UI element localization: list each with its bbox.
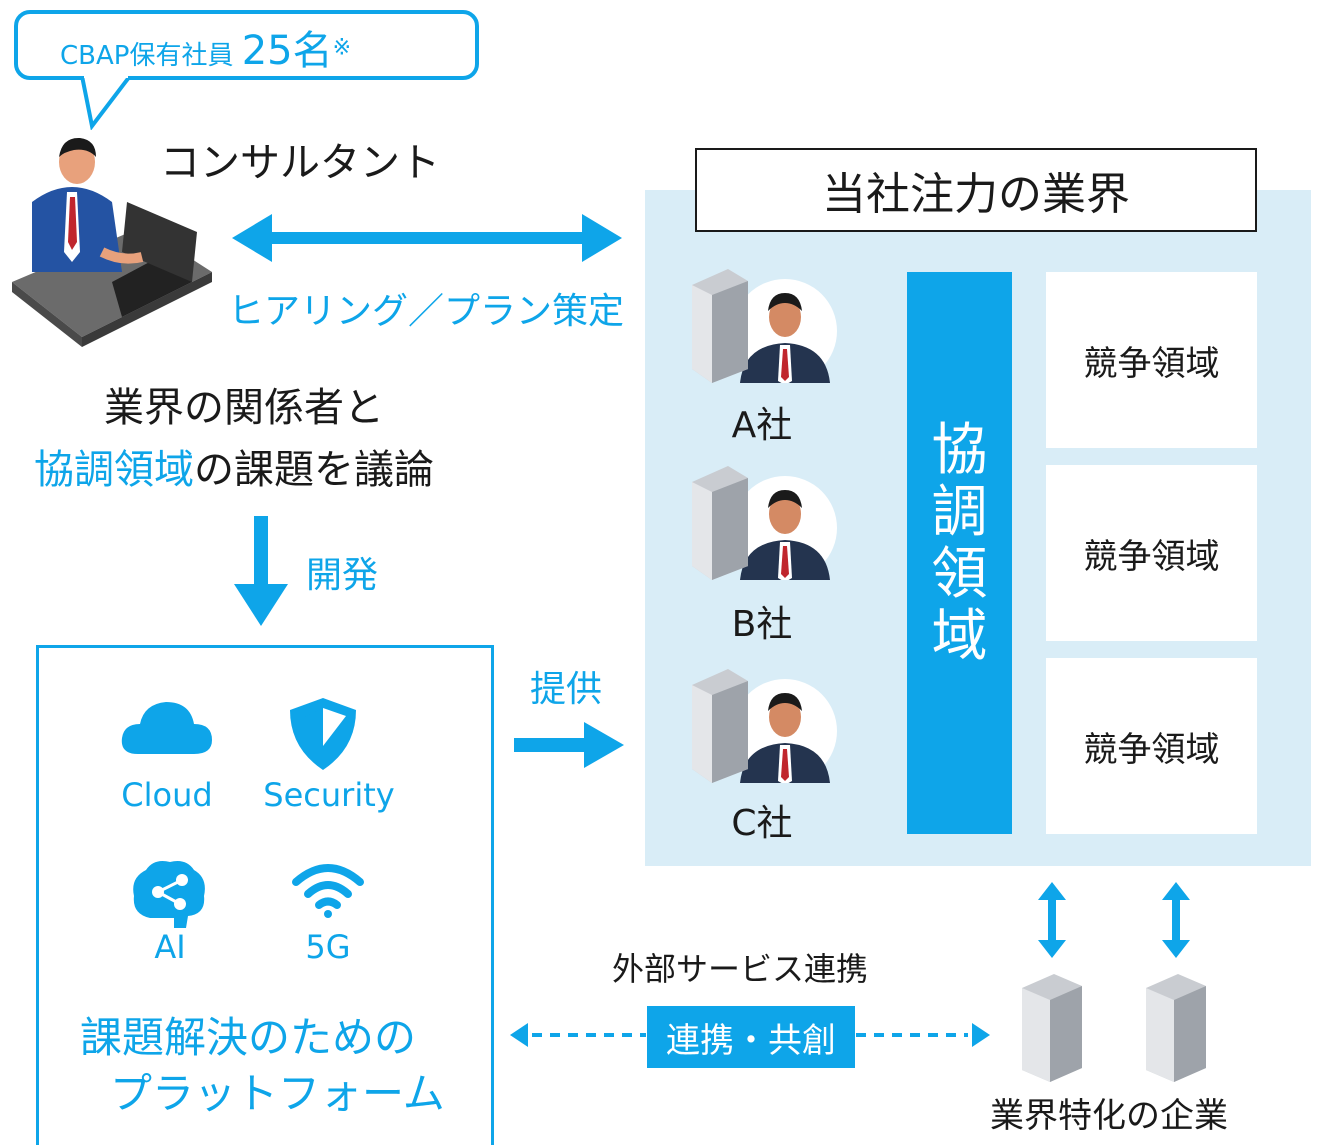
- building-icon: [1022, 974, 1082, 1082]
- ai-label: AI: [154, 928, 186, 966]
- collab-area-label: 協 調 領 域: [931, 418, 988, 669]
- right-arrow-icon: [514, 722, 624, 768]
- 5g-label: 5G: [305, 928, 351, 966]
- consultant-label: コンサルタント: [160, 140, 440, 186]
- company-a-icon: [692, 269, 837, 383]
- hearing-label: ヒアリング／プラン策定: [228, 291, 625, 332]
- consultant-illustration: [12, 137, 212, 347]
- building-icon: [1146, 974, 1206, 1082]
- double-arrow-icon: [232, 214, 622, 262]
- vertical-double-arrow-icon: [1038, 882, 1066, 958]
- brain-icon: [133, 861, 205, 928]
- wifi-icon: [292, 864, 364, 918]
- vertical-double-arrow-icon: [1162, 882, 1190, 958]
- down-arrow-icon: [234, 516, 288, 626]
- dotted-double-arrow-icon: [510, 1023, 990, 1047]
- cbap-count: CBAP保有社員 25名※: [60, 28, 352, 74]
- external-label: 外部サービス連携: [612, 950, 869, 988]
- cloud-label: Cloud: [121, 776, 213, 814]
- industry-title: 当社注力の業界: [695, 148, 1257, 232]
- shield-icon: [290, 698, 356, 770]
- company-c-label: C社: [731, 803, 793, 844]
- speech-bubble-tail: [79, 76, 133, 130]
- platform-title-line2: プラットフォーム: [110, 1069, 445, 1118]
- collab-label: 連携・共創: [647, 1006, 855, 1068]
- company-b-label: B社: [731, 604, 793, 645]
- compete-area-3: 競争領域: [1046, 658, 1257, 834]
- company-c-icon: [692, 669, 837, 783]
- develop-label: 開発: [306, 555, 379, 596]
- discussion-line1: 業界の関係者と: [104, 385, 384, 431]
- company-a-label: A社: [731, 405, 793, 446]
- platform-title-line1: 課題解決のための: [80, 1013, 417, 1062]
- compete-area-1: 競争領域: [1046, 272, 1257, 448]
- security-label: Security: [263, 776, 395, 814]
- platform-box: [36, 645, 494, 1145]
- discussion-line2: 協調領域の課題を議論: [34, 447, 434, 493]
- compete-area-2: 競争領域: [1046, 465, 1257, 641]
- specialized-label: 業界特化の企業: [990, 1096, 1228, 1136]
- speech-bubble: [14, 10, 479, 80]
- company-b-icon: [692, 466, 837, 580]
- collab-area-bar: [907, 272, 1012, 834]
- cloud-icon: [121, 702, 212, 754]
- provide-label: 提供: [530, 669, 603, 710]
